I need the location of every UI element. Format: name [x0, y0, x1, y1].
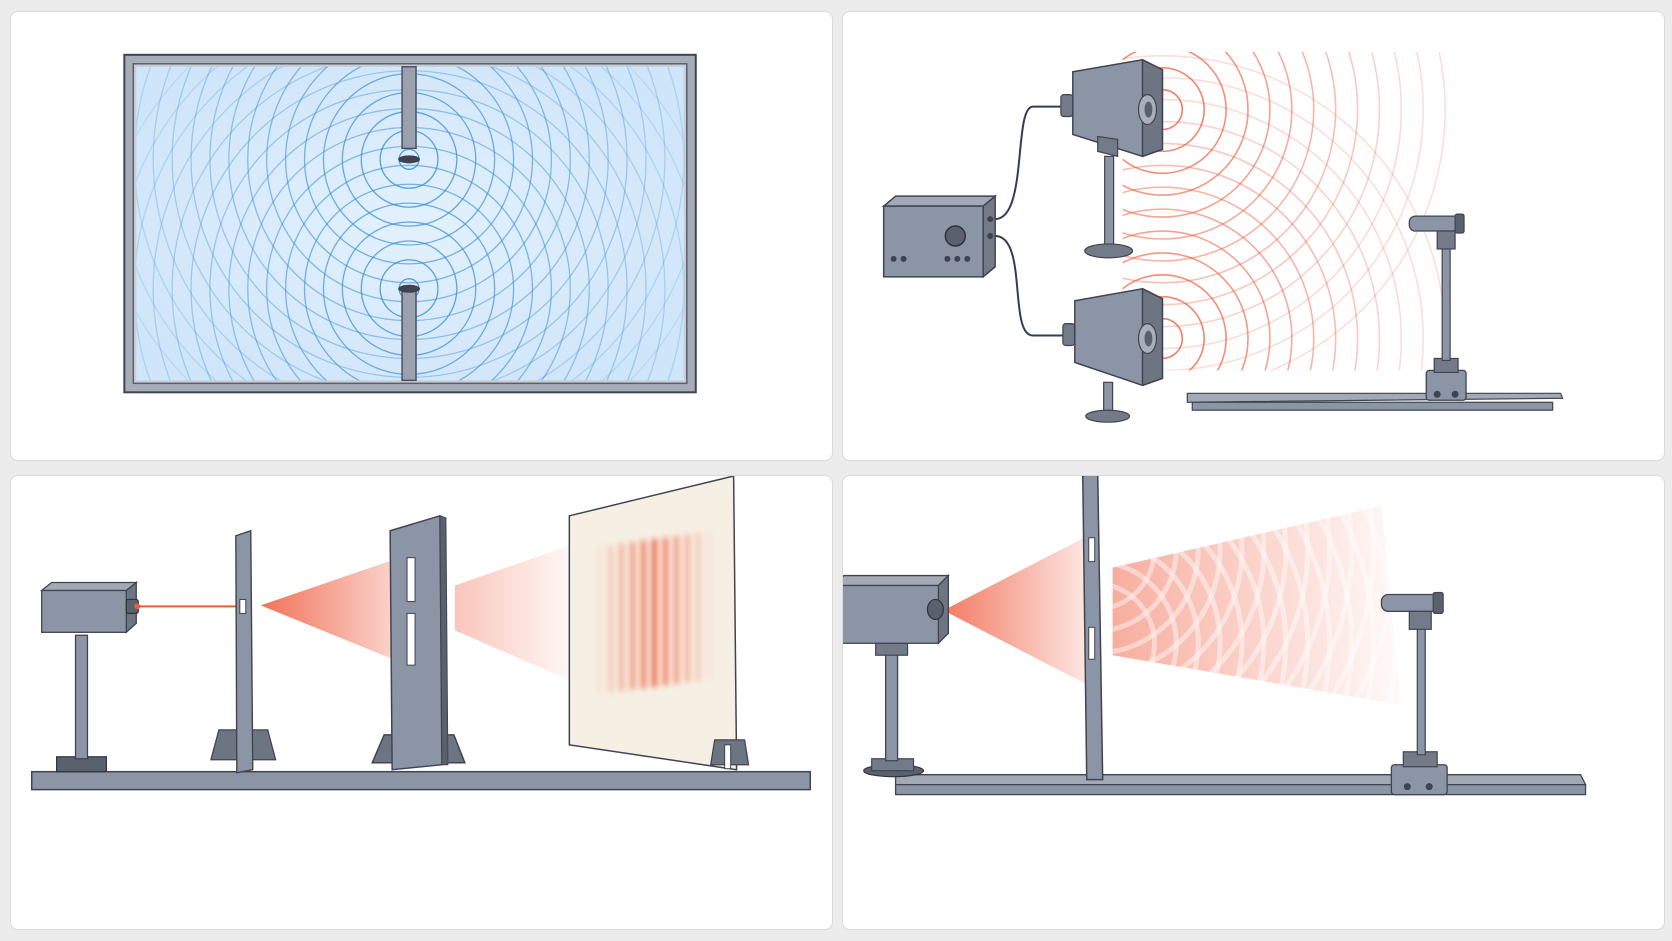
two-speaker-panel [842, 11, 1665, 461]
amplifier-icon [881, 194, 998, 279]
wavefront [1112, 495, 1245, 705]
diffracted-beams [1112, 505, 1402, 705]
laser-icon [39, 581, 141, 773]
wavefront [1122, 186, 1315, 371]
wavefront [303, 66, 515, 265]
wavefront [152, 66, 666, 381]
wavefront [1122, 51, 1337, 284]
wavefront [1112, 495, 1376, 705]
wavefront [1112, 515, 1223, 705]
wavefront [284, 164, 534, 381]
wavefront [171, 66, 647, 381]
wavefront [1122, 51, 1249, 196]
wavefront [152, 66, 666, 381]
bright-fringe [641, 539, 647, 690]
wavefront [1112, 495, 1311, 705]
screen-icon [568, 476, 750, 771]
wavefront [1112, 495, 1267, 705]
wavefront [1122, 51, 1227, 175]
wavefront [1112, 495, 1289, 705]
microwave-double-slit-panel [842, 475, 1665, 930]
cable-bottom [995, 235, 1065, 337]
bright-fringe [673, 535, 679, 685]
wavefront [1122, 51, 1293, 240]
ripple-tank-icon [123, 53, 697, 394]
interference-fringes [597, 530, 712, 696]
ripple-waves [136, 66, 684, 381]
laser-double-slit-panel [10, 475, 833, 930]
wavefront [1112, 581, 1157, 705]
wavefront [1122, 51, 1381, 328]
wavefront [1122, 164, 1337, 371]
wavefront [1122, 252, 1249, 371]
wavefront [1112, 495, 1355, 705]
wavefront [1112, 495, 1289, 705]
bright-fringe [684, 533, 690, 684]
speaker-icon [1060, 58, 1164, 259]
diffraction-cone [260, 550, 421, 671]
wavefront [1122, 51, 1271, 218]
detector-icon [1380, 591, 1448, 796]
wavefront [1122, 295, 1206, 371]
barrier-bottom [401, 288, 417, 382]
wavefront [1112, 495, 1333, 705]
wavefront [171, 66, 647, 381]
optical-bench-icon [894, 774, 1587, 796]
wavefront [1112, 495, 1267, 705]
wavefront [1122, 274, 1227, 371]
wavefront [1112, 495, 1398, 705]
bright-fringe [651, 538, 657, 688]
wavefront [1112, 495, 1201, 656]
wavefront [1122, 66, 1206, 153]
wavefronts [1112, 495, 1398, 705]
speaker-icon [1062, 287, 1164, 423]
bright-fringe [695, 532, 701, 682]
wavefront [1112, 495, 1245, 700]
wavefront [1112, 537, 1201, 705]
wavefront [1112, 495, 1355, 705]
cable-top [994, 105, 1063, 221]
wavefront [1112, 495, 1223, 678]
optical-bench-icon [30, 770, 812, 791]
wavefront [1112, 559, 1179, 705]
bright-fringe [662, 536, 668, 687]
wavefront [1112, 495, 1376, 705]
bright-fringe [706, 530, 712, 681]
microphone-icon [1408, 213, 1467, 401]
wavefront [1269, 51, 1446, 371]
wavefront [1122, 51, 1315, 262]
microwave-emitter-icon [843, 573, 950, 778]
source-dipper-bottom [398, 284, 421, 293]
optical-bench-icon [1186, 392, 1564, 411]
bright-fringe [597, 545, 603, 696]
slit-icon [1082, 476, 1104, 781]
wavefront [1122, 208, 1293, 371]
bright-fringe [608, 544, 614, 694]
wavefront [1112, 495, 1398, 705]
wavefront [1112, 495, 1311, 705]
wavefront [284, 66, 534, 284]
interference-beam [454, 545, 570, 681]
wavefront [1122, 230, 1271, 371]
microwave-beam [943, 530, 1098, 691]
wavefront [1122, 51, 1424, 371]
slit-icon [210, 529, 277, 774]
ripple-tank-panel [10, 11, 833, 461]
barrier-top [401, 66, 417, 150]
wavefront [1112, 495, 1333, 705]
source-dipper-top [398, 155, 421, 164]
wavefront [303, 183, 515, 381]
bright-fringe [619, 542, 625, 693]
slit-icon [371, 514, 466, 771]
bright-fringe [630, 541, 636, 691]
